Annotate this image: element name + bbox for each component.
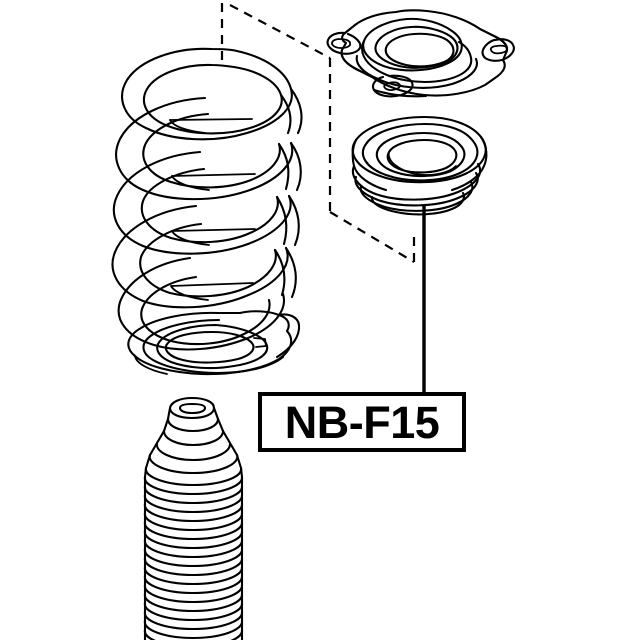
- part-coil-spring: [111, 47, 303, 351]
- part-number-text: NB-F15: [284, 396, 440, 448]
- part-dust-boot: [143, 396, 244, 640]
- part-spring-seat: [127, 310, 301, 376]
- part-strut-bearing: [351, 115, 488, 216]
- part-number-label-box: NB-F15: [258, 392, 466, 452]
- assembly-dashed-path: [220, 3, 416, 263]
- part-strut-mount: [326, 9, 515, 98]
